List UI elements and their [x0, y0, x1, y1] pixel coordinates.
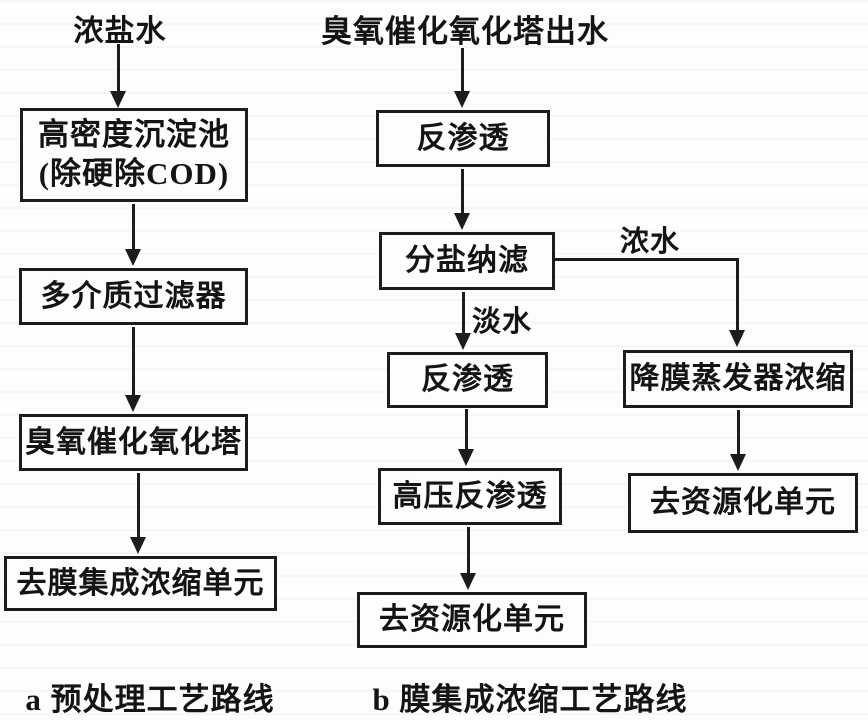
box-to-resource-unit-right: 去资源化单元: [628, 473, 858, 533]
branch-line-horizontal: [555, 258, 739, 261]
box-high-pressure-reverse-osmosis: 高压反渗透: [378, 468, 562, 525]
box-to-membrane-concentration-unit: 去膜集成浓缩单元: [4, 556, 277, 611]
arrow-down-icon: [460, 527, 476, 590]
box-high-density-sedimentation: 高密度沉淀池 (除硬除COD): [20, 108, 248, 202]
arrow-down-icon: [458, 409, 474, 466]
arrow-down-icon: [455, 292, 471, 350]
edge-label-permeate: 淡水: [472, 306, 533, 338]
box-ozone-catalytic-oxidation-tower: 臭氧催化氧化塔: [19, 414, 248, 471]
box-multimedia-filter: 多介质过滤器: [19, 268, 248, 325]
arrow-down-icon: [130, 473, 146, 554]
arrow-down-icon: [125, 327, 141, 412]
box-falling-film-evaporator: 降膜蒸发器浓缩: [623, 350, 853, 408]
box-label-line2: (除硬除COD): [38, 156, 230, 191]
box-label: 去资源化单元: [650, 486, 836, 520]
box-reverse-osmosis-2: 反渗透: [387, 352, 548, 408]
box-reverse-osmosis-1: 反渗透: [376, 110, 550, 167]
arrow-down-icon: [730, 410, 746, 471]
box-label: 去资源化单元: [379, 603, 565, 637]
source-label-brine: 浓盐水: [73, 15, 167, 48]
source-label-ozone-tower-effluent: 臭氧催化氧化塔出水: [321, 14, 609, 49]
box-label: 反渗透: [416, 121, 510, 155]
box-label: 臭氧催化氧化塔: [25, 425, 242, 459]
arrow-down-icon: [454, 48, 470, 108]
box-label: 高压反渗透: [392, 479, 548, 513]
arrow-down-icon: [110, 44, 126, 108]
box-to-resource-unit-middle: 去资源化单元: [357, 592, 587, 648]
caption-route-a: a 预处理工艺路线: [25, 682, 275, 717]
box-label: 去膜集成浓缩单元: [16, 566, 265, 600]
box-label: 多介质过滤器: [40, 279, 227, 313]
box-label: 分盐纳滤: [405, 244, 529, 278]
caption-route-b: b 膜集成浓缩工艺路线: [372, 682, 688, 717]
arrow-down-icon: [454, 169, 470, 230]
box-label: 降膜蒸发器浓缩: [629, 362, 847, 396]
box-salt-separation-nanofiltration: 分盐纳滤: [379, 232, 555, 290]
branch-arrow-down-icon: [729, 258, 745, 347]
box-label: 反渗透: [421, 363, 514, 397]
arrow-down-icon: [125, 204, 141, 266]
box-label: 高密度沉淀池: [38, 117, 230, 153]
edge-label-concentrate: 浓水: [619, 226, 680, 258]
